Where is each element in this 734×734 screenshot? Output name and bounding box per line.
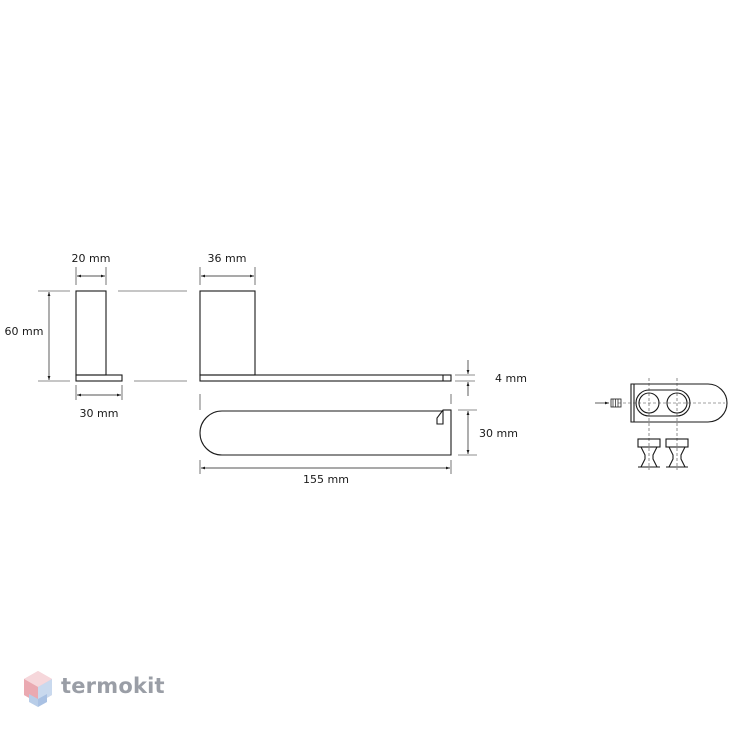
- brand-name: termokit: [61, 674, 165, 698]
- wall-plug-left: [637, 438, 661, 468]
- front-view-arm: [199, 374, 452, 382]
- front-view-plate: [199, 290, 256, 376]
- arm-thickness-label: 4 mm: [495, 372, 527, 385]
- top-view: 30 mm 155 mm: [199, 394, 518, 486]
- side-width-label: 20 mm: [72, 252, 111, 265]
- wall-plug-right: [665, 438, 689, 468]
- side-view: 20 mm 60 mm 30 mm: [5, 252, 123, 420]
- set-screw-icon: [610, 398, 622, 408]
- top-depth-label: 30 mm: [479, 427, 518, 440]
- front-width-label: 36 mm: [208, 252, 247, 265]
- mounting-plate: [630, 383, 728, 423]
- total-length-label: 155 mm: [303, 473, 349, 486]
- side-view-body: [75, 290, 107, 376]
- mounting-detail: [595, 378, 728, 470]
- termokit-hexagon-logo-icon: [24, 671, 52, 707]
- top-view-outline: [199, 409, 452, 456]
- side-view-base: [75, 374, 123, 382]
- side-height-label: 60 mm: [5, 325, 44, 338]
- front-view: 36 mm 4 mm: [199, 252, 527, 396]
- side-base-label: 30 mm: [80, 407, 119, 420]
